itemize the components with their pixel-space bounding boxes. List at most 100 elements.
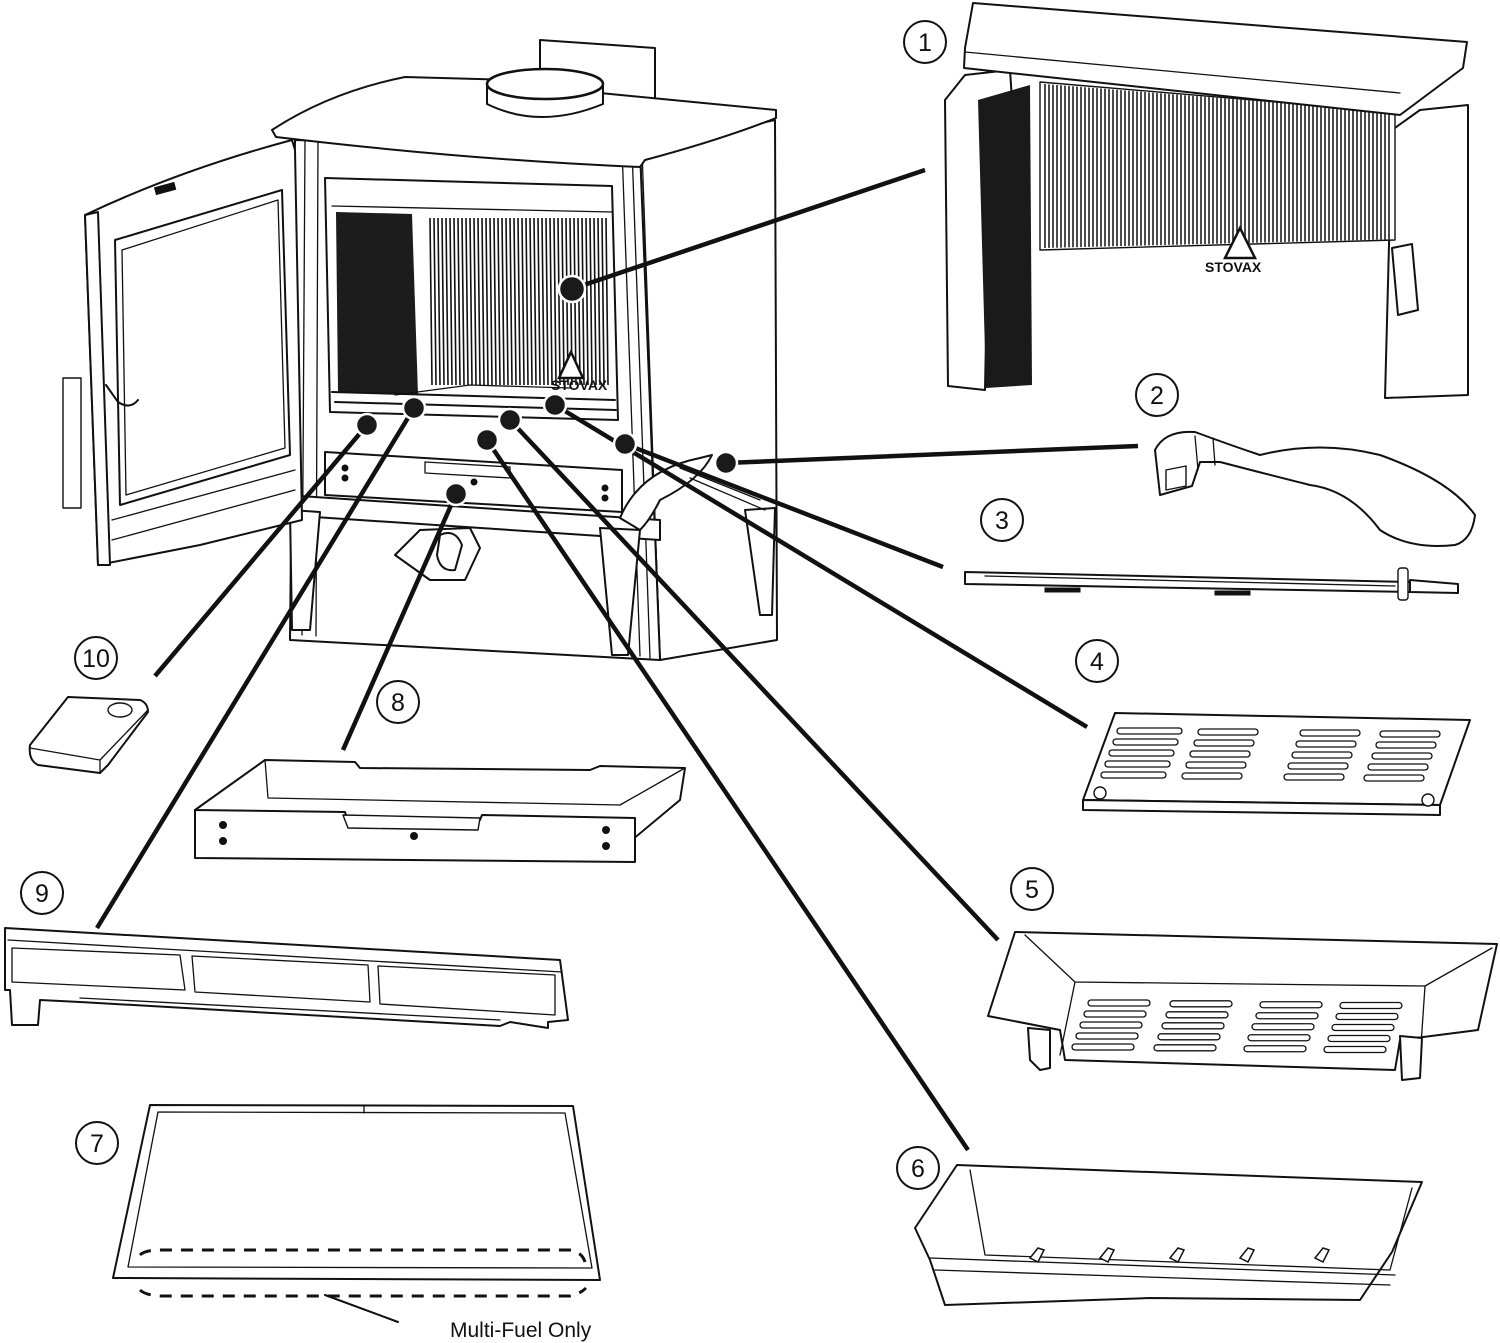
- callout-dot-3: [612, 431, 638, 457]
- firebox-hatch-line: [465, 217, 469, 386]
- firebox-hatch-line: [433, 217, 437, 386]
- carrier-slot: [1075, 1032, 1139, 1040]
- firebox-hatch-line: [513, 217, 517, 386]
- callout-5: 5: [1010, 867, 1054, 911]
- callout-dot-5: [497, 407, 523, 433]
- svg-text:STOVAX: STOVAX: [551, 377, 608, 393]
- carrier-slot: [1251, 1023, 1315, 1031]
- grate-slot: [1108, 749, 1175, 757]
- leader-line-2: [725, 443, 1139, 466]
- grate-slot: [1197, 728, 1259, 736]
- firebox-hatch-line: [473, 217, 477, 386]
- grate-slot: [1100, 771, 1167, 779]
- carrier-slot: [1339, 1001, 1403, 1010]
- firebox-hatch-line: [501, 217, 505, 386]
- callout-dot-2: [713, 450, 739, 476]
- part-9-log-retainer: [4, 927, 569, 1029]
- grate-slot: [1116, 727, 1183, 735]
- carrier-slot: [1087, 999, 1151, 1007]
- svg-text:7: 7: [90, 1130, 104, 1158]
- callout-3: 3: [980, 498, 1024, 542]
- firebox-hatch-line: [529, 217, 533, 386]
- svg-text:3: 3: [995, 507, 1009, 535]
- carrier-slot: [1169, 1000, 1233, 1008]
- callout-dot-8: [443, 481, 469, 507]
- ash-carrier-rib: [1028, 1247, 1046, 1264]
- carrier-slot: [1165, 1011, 1229, 1019]
- firebox-hatch-line: [605, 217, 609, 386]
- multi-fuel-area-outline: [138, 1248, 588, 1298]
- carrier-slot: [1331, 1023, 1395, 1032]
- carrier-slot: [1255, 1012, 1319, 1020]
- firebox-hatch-line: [469, 217, 473, 386]
- carrier-slot: [1161, 1022, 1225, 1030]
- carrier-slot: [1079, 1021, 1143, 1029]
- leader-line-9: [95, 406, 416, 930]
- firebox-hatch-line: [457, 217, 461, 386]
- leader-line-1: [571, 167, 926, 292]
- callout-dot-10: [354, 412, 380, 438]
- callout-8: 8: [376, 680, 420, 724]
- stove-door: [62, 139, 303, 566]
- firebox-hatch-line: [461, 217, 465, 386]
- grate-slot: [1299, 729, 1361, 737]
- firebox-hatch-line: [581, 217, 585, 386]
- firebox-hatch-line: [441, 217, 445, 386]
- callout-dot-6: [474, 427, 500, 453]
- part-6-ash-pan-carrier: [914, 1164, 1423, 1306]
- grate-slot: [1283, 773, 1345, 781]
- callout-6: 6: [896, 1146, 940, 1190]
- part-1-firebrick-liner: STOVAX: [944, 2, 1469, 399]
- callout-4: 4: [1075, 639, 1119, 683]
- firebox-hatch-line: [477, 217, 481, 386]
- carrier-slot: [1071, 1043, 1135, 1051]
- carrier-slot: [1335, 1012, 1399, 1021]
- leader-line-8: [340, 493, 459, 751]
- firebox-hatch-line: [489, 217, 493, 386]
- grate-slot: [1112, 738, 1179, 746]
- firebox-hatch-line: [437, 217, 441, 386]
- grate-slot: [1367, 763, 1429, 771]
- callout-7: 7: [75, 1121, 119, 1165]
- firebox-hatch-line: [485, 217, 489, 386]
- firebox-hatch-line: [493, 217, 497, 386]
- firebox-hatch-line: [445, 217, 449, 386]
- ash-carrier-rib: [1168, 1247, 1186, 1264]
- firebox-hatch-line: [553, 217, 557, 386]
- firebox-hatch-line: [521, 217, 525, 386]
- svg-text:1: 1: [918, 29, 932, 57]
- firebox-hatch-line: [525, 217, 529, 386]
- svg-text:5: 5: [1025, 876, 1039, 904]
- part-2-riddling-tool: [1154, 430, 1476, 547]
- stove-assembly: STOVAX: [62, 39, 778, 661]
- callout-dot-9: [401, 395, 427, 421]
- callout-9: 9: [20, 871, 64, 915]
- firebox-hatch-line: [449, 217, 453, 386]
- part-3-riddling-bar: [964, 567, 1459, 601]
- leader-line-3: [624, 441, 944, 570]
- firebox-hatch-line: [589, 217, 593, 386]
- firebox-hatch-line: [557, 217, 561, 386]
- grate-slot: [1379, 730, 1441, 738]
- grate-slot: [1375, 741, 1437, 749]
- callout-2: 2: [1135, 373, 1179, 417]
- svg-text:8: 8: [391, 689, 405, 717]
- svg-text:10: 10: [82, 645, 110, 673]
- svg-text:4: 4: [1090, 648, 1104, 676]
- svg-text:STOVAX: STOVAX: [1205, 259, 1262, 275]
- grate-slot: [1295, 740, 1357, 748]
- firebox-hatch-line: [577, 217, 581, 386]
- multi-fuel-note: Multi-Fuel Only: [450, 1319, 592, 1342]
- firebox-hatch-line: [561, 217, 565, 386]
- leader-line-5: [508, 418, 1000, 942]
- flue-collar: [485, 67, 605, 118]
- callout-10: 10: [74, 636, 118, 680]
- leader-line-4: [553, 403, 1089, 729]
- svg-text:2: 2: [1150, 382, 1164, 410]
- carrier-slot: [1247, 1034, 1311, 1042]
- callout-dots: [354, 274, 739, 507]
- firebox-hatch-line: [509, 217, 513, 386]
- stove-logo: STOVAX: [551, 349, 608, 393]
- part-5-grate-carrier: [987, 931, 1498, 1081]
- part-4-grate: [1082, 712, 1471, 816]
